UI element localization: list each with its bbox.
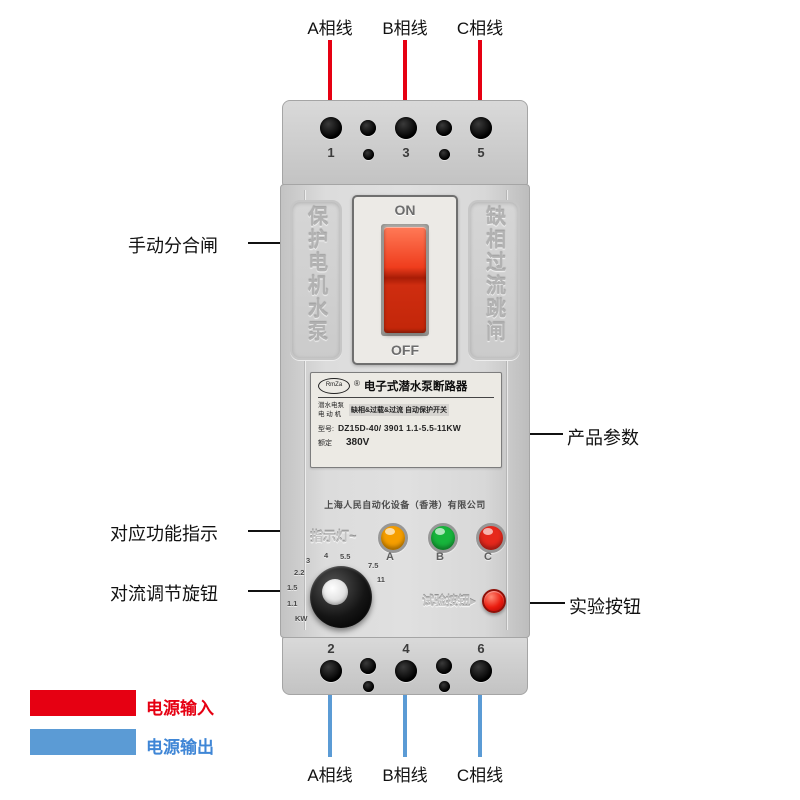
brand-logo-icon: RmZa: [318, 378, 350, 394]
terminal-hole-aux: [363, 681, 374, 692]
test-button: [482, 589, 506, 613]
output-line-b: [403, 695, 407, 757]
test-callout-line: [509, 602, 565, 604]
terminal-number: 2: [327, 641, 335, 656]
rated-voltage: 380V: [346, 436, 370, 448]
output-line-c: [478, 695, 482, 757]
terminal-number: 1: [327, 145, 335, 160]
spec-callout-line: [527, 433, 563, 435]
spec-callout-label: 产品参数: [567, 428, 639, 448]
terminal-hole-4: [395, 660, 417, 682]
registered-mark: ®: [354, 378, 360, 388]
sticker-header: RmZa ® 电子式潜水泵断路器: [318, 378, 494, 394]
molding-line: [304, 190, 305, 630]
product-title: 电子式潜水泵断路器: [363, 381, 468, 393]
terminal-hole-6: [470, 660, 492, 682]
model-label: 型号:: [318, 425, 334, 433]
knob-scale-value: 2.2: [294, 568, 305, 577]
sticker-divider: [318, 397, 494, 398]
legend-input-swatch: [30, 690, 136, 716]
rated-row: 额定 380V: [318, 437, 494, 448]
test-callout-label: 实验按钮: [569, 597, 641, 617]
terminal-hole-5: [470, 117, 492, 139]
left-embossed-panel: 保护电机水泵: [290, 200, 342, 360]
indicator-letter-c: C: [484, 551, 492, 563]
knob-scale-value: 11: [377, 575, 385, 584]
product-sticker: RmZa ® 电子式潜水泵断路器 潜水电泵 电 动 机 缺相&过载&过流 自动保…: [310, 372, 502, 468]
product-type-line1: 潜水电泵: [318, 402, 344, 409]
terminal-hole-aux: [363, 149, 374, 160]
model-value: DZ15D-40/ 3901 1.1-5.5-11KW: [337, 422, 461, 433]
top-terminal-strip: 1 3 5: [282, 100, 528, 185]
right-panel-text: 缺相过流跳闸: [482, 206, 505, 344]
product-type-line2: 电 动 机: [318, 410, 342, 418]
legend-output-label: 电源输出: [146, 738, 214, 757]
product-type-col: 潜水电泵 电 动 机: [318, 402, 344, 420]
knob-callout-line: [248, 590, 310, 592]
test-button-arrow-icon: ▸: [470, 594, 477, 608]
indicator-callout-label: 对应功能指示: [110, 524, 218, 544]
top-phase-c-label: C相线: [456, 19, 504, 38]
test-button-text: 试验按钮: [422, 594, 471, 608]
indicator-light-c: [476, 523, 506, 553]
switch-off-label: OFF: [391, 342, 419, 358]
knob-scale-value: 7.5: [368, 561, 379, 570]
right-embossed-panel: 缺相过流跳闸: [468, 200, 520, 360]
left-panel-text: 保护电机水泵: [304, 206, 327, 344]
terminal-hole-aux: [439, 149, 450, 160]
bottom-phase-a-label: A相线: [307, 766, 353, 785]
terminal-hole-aux: [439, 681, 450, 692]
terminal-number: 5: [477, 145, 485, 160]
company-name: 上海人民自动化设备（香港）有限公司: [324, 500, 486, 510]
top-phase-a-label: A相线: [307, 19, 353, 38]
switch-housing: ON OFF: [352, 195, 458, 365]
knob-scale-value: 3: [306, 556, 311, 565]
indicator-letter-b: B: [436, 551, 444, 563]
rated-label: 额定: [318, 439, 332, 447]
bottom-phase-b-label: B相线: [382, 766, 428, 785]
terminal-number: 6: [477, 641, 485, 656]
manual-switch-callout-label: 手动分合闸: [128, 236, 218, 256]
bottom-phase-c-label: C相线: [456, 766, 504, 785]
terminal-hole-2: [320, 660, 342, 682]
terminal-hole-aux: [360, 120, 376, 136]
top-phase-b-label: B相线: [382, 19, 428, 38]
knob-scale-value: 4: [324, 551, 329, 560]
knob-callout-label: 对流调节旋钮: [110, 584, 218, 604]
circuit-breaker-device: 1 3 5 保护电机水泵 缺相过流跳闸 ON OFF RmZa ® 电子式潜水泵: [280, 100, 530, 695]
indicator-light-a: [378, 523, 408, 553]
bottom-terminal-strip: 2 4 6: [282, 637, 528, 695]
terminal-hole-aux: [436, 120, 452, 136]
indicator-letter-a: A: [386, 551, 394, 563]
terminal-number: 4: [402, 641, 410, 656]
rocker-switch: [384, 227, 426, 333]
molding-line: [506, 190, 507, 630]
terminal-hole-1: [320, 117, 342, 139]
sticker-product-row: 潜水电泵 电 动 机 缺相&过载&过流 自动保护开关: [318, 402, 494, 420]
legend-input-label: 电源输入: [146, 699, 214, 718]
switch-on-label: ON: [394, 202, 416, 218]
knob-scale-unit: KW: [295, 614, 308, 623]
indicator-lights-label: 指示灯~: [310, 529, 357, 544]
terminal-number: 3: [402, 145, 410, 160]
knob-scale-value: 1.5: [287, 583, 298, 592]
current-adjust-knob: [310, 566, 372, 628]
terminal-hole-3: [395, 117, 417, 139]
knob-scale-value: 1.1: [287, 599, 298, 608]
knob-pointer-dot: [322, 579, 348, 605]
indicator-light-b: [428, 523, 458, 553]
knob-scale-value: 5.5: [340, 552, 351, 561]
output-line-a: [328, 695, 332, 757]
test-button-label: 试验按钮▸: [422, 592, 476, 609]
model-row: 型号: DZ15D-40/ 3901 1.1-5.5-11KW: [318, 423, 494, 434]
legend-output-swatch: [30, 729, 136, 755]
protection-text: 缺相&过载&过流 自动保护开关: [349, 404, 450, 416]
terminal-hole-aux: [436, 658, 452, 674]
terminal-hole-aux: [360, 658, 376, 674]
